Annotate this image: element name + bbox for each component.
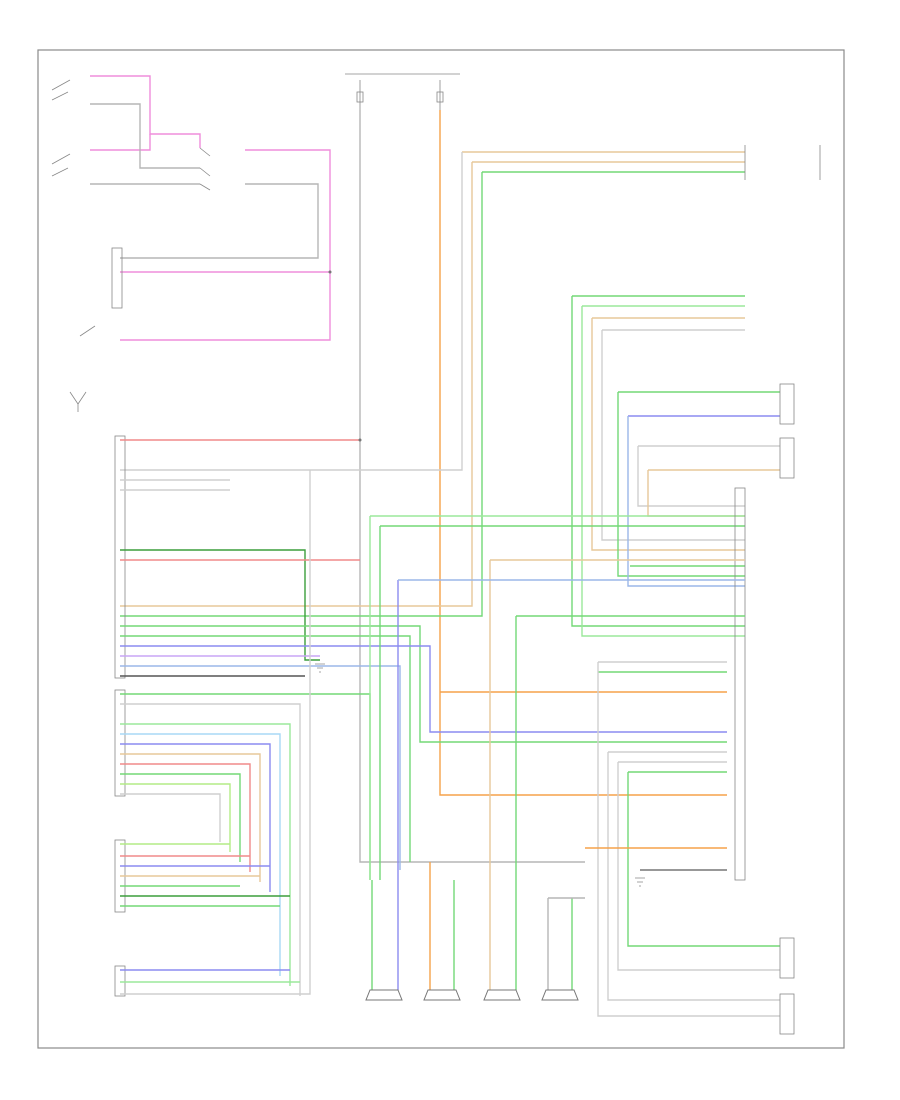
right-rear-speaker-connector <box>779 937 795 979</box>
right-rear-door-speaker-icon <box>483 989 521 1001</box>
lime-wire <box>120 783 231 852</box>
green-wire <box>120 693 371 880</box>
darkgreen-wire <box>120 549 320 661</box>
pink-wire <box>90 134 151 151</box>
clockspring-contacts <box>199 147 211 191</box>
blue-wire <box>120 743 271 892</box>
left-rear-door-speaker-icon <box>365 989 403 1001</box>
fuse <box>359 80 441 110</box>
gray-wire <box>120 470 311 995</box>
diagram-frame <box>37 49 845 1049</box>
left-front-speaker-connector <box>779 437 795 479</box>
radio-connector-b <box>114 689 126 797</box>
fuse-symbol <box>356 91 364 103</box>
lightgreen-wire <box>581 306 745 637</box>
green-wire <box>120 172 483 617</box>
lower-right-harness <box>585 661 795 1035</box>
green-wire <box>571 296 745 627</box>
blue-wire <box>627 416 745 587</box>
fuse-block <box>345 73 727 863</box>
switch-contact <box>51 79 71 101</box>
right-front-speaker-connector <box>779 383 795 425</box>
right-rear-speaker-icon <box>541 989 579 1001</box>
tan-wire <box>647 470 745 517</box>
splice <box>358 438 362 442</box>
blue-wire <box>120 645 727 733</box>
antenna-icon <box>69 391 87 412</box>
radio-connector-box <box>114 435 126 679</box>
remote-radio-switches <box>51 75 332 341</box>
upper-right-harness <box>120 145 821 617</box>
ground-symbol <box>315 663 325 673</box>
gray-wire <box>120 793 221 842</box>
connector-bracket <box>744 145 821 180</box>
radio-connector <box>114 435 727 870</box>
red-wire <box>120 763 251 872</box>
tan-wire <box>90 103 200 169</box>
ground-symbol <box>635 877 645 887</box>
pink-wire <box>120 149 331 273</box>
tan-wire <box>120 753 261 882</box>
body-control-module-box <box>111 247 123 309</box>
green-wire <box>627 771 780 947</box>
amplifier-connector <box>734 487 746 881</box>
gray-wire <box>601 330 745 541</box>
left-rear-speaker-icon <box>423 989 461 1001</box>
gray-wire <box>359 110 585 863</box>
gray-wire <box>607 752 780 1001</box>
splice <box>328 270 332 274</box>
switch-contact <box>51 153 71 177</box>
tan-wire <box>591 318 745 551</box>
tan-wire <box>120 162 473 607</box>
switch-contact <box>79 325 96 337</box>
gray-wire <box>120 183 319 259</box>
speaker-bundle <box>114 689 371 996</box>
lightblue-wire <box>120 733 281 976</box>
gray-wire <box>120 703 301 996</box>
fuse-symbol <box>436 91 444 103</box>
right-speaker-harness <box>370 295 795 881</box>
blue-wire <box>120 665 401 870</box>
gray-wire <box>597 662 780 1017</box>
sdars-connector <box>114 965 126 997</box>
left-rear-speaker-connector <box>779 993 795 1035</box>
gray-wire <box>637 446 745 507</box>
lower-speakers <box>365 516 745 1001</box>
green-wire <box>120 723 291 986</box>
green-wire <box>120 773 241 862</box>
orange-wire <box>439 110 727 796</box>
gray-wire <box>617 761 780 971</box>
lower-left-connector <box>114 470 311 997</box>
green-wire <box>617 392 745 577</box>
gray-wire <box>120 152 463 471</box>
green-wire <box>120 635 411 862</box>
pink-wire <box>90 75 201 148</box>
pink-wire <box>120 272 331 341</box>
green-wire <box>120 625 727 743</box>
